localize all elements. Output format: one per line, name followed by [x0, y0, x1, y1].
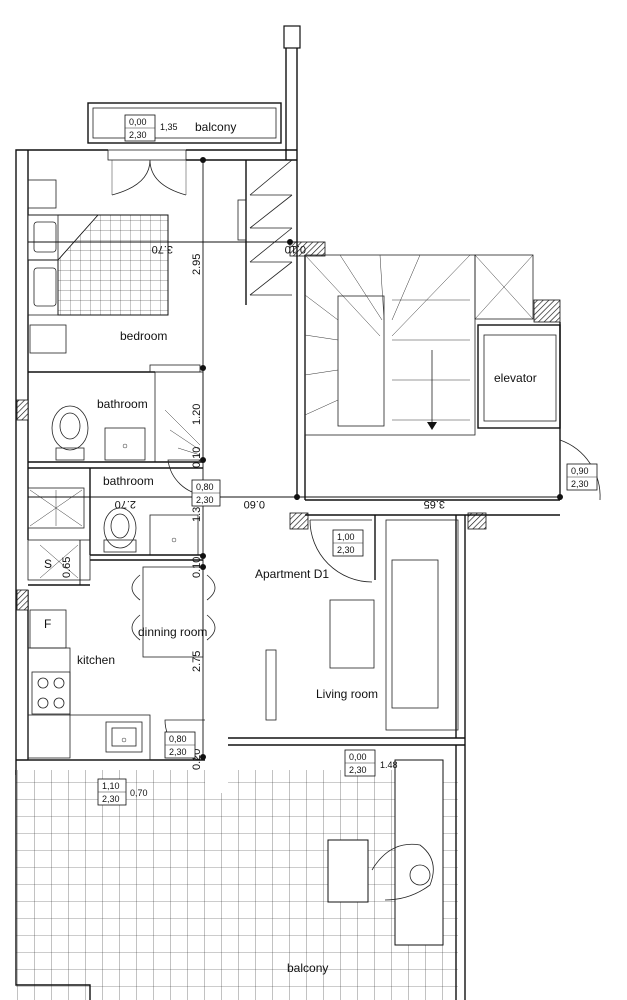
storage-label: S	[44, 557, 52, 571]
dimension-lines	[28, 157, 563, 760]
svg-text:0,90: 0,90	[571, 466, 589, 476]
svg-text:0,80: 0,80	[196, 482, 214, 492]
opening-tag: 0,80 2,30	[191, 479, 221, 507]
dim-2-75: 2.75	[191, 651, 203, 672]
dim-0-10-b: 0.10	[191, 557, 203, 578]
svg-text:2,30: 2,30	[102, 794, 120, 804]
bathroom-2-label: bathroom	[103, 474, 154, 488]
dim-2-70: 2.70	[115, 498, 136, 510]
dim-2-95: 2.95	[191, 254, 203, 275]
dining-table	[131, 566, 277, 721]
bathroom-2	[27, 468, 203, 561]
opening-tag: 0,00 2,30 1,35	[124, 114, 178, 142]
top-balcony	[87, 25, 301, 160]
wall-columns	[16, 241, 561, 611]
opening-tag: 1,00 2,30	[332, 529, 364, 557]
dim-3-70: 3.70	[152, 243, 173, 255]
opening-tag: 0,80 2,30	[164, 731, 196, 759]
svg-text:2,30: 2,30	[349, 765, 367, 775]
svg-text:2,30: 2,30	[337, 545, 355, 555]
svg-text:2,30: 2,30	[196, 495, 214, 505]
dim-0-65: 0.65	[61, 557, 73, 578]
opening-tag: 1,10 2,30 0,70	[97, 778, 148, 806]
living-area	[309, 515, 459, 731]
svg-text:0,00: 0,00	[349, 752, 367, 762]
svg-text:0,70: 0,70	[130, 788, 148, 798]
dim-3-65: 3.65	[424, 498, 445, 510]
dim-0-10-a: 0.10	[191, 447, 203, 468]
corridor-stair-wall	[237, 159, 298, 305]
balcony-top-label: balcony	[195, 120, 236, 134]
svg-text:2,30: 2,30	[571, 479, 589, 489]
svg-text:2,30: 2,30	[169, 747, 187, 757]
opening-tag: 0,90 2,30	[566, 463, 598, 491]
balcony-bottom-label: balcony	[287, 961, 328, 975]
bathroom-1	[28, 371, 204, 469]
kitchen-label: kitchen	[77, 653, 115, 667]
dim-0-60: 0.60	[244, 498, 265, 510]
dim-0-10-top: 0.10	[285, 243, 306, 255]
bathroom-1-label: bathroom	[97, 397, 148, 411]
svg-text:1,10: 1,10	[102, 781, 120, 791]
bedroom-area	[27, 149, 201, 373]
svg-text:1.48: 1.48	[380, 760, 398, 770]
svg-text:1,35: 1,35	[160, 122, 178, 132]
elevator-label: elevator	[494, 371, 537, 385]
living-room-label: Living room	[316, 687, 378, 701]
dim-1-20: 1.20	[191, 404, 203, 425]
svg-text:0,00: 0,00	[129, 117, 147, 127]
dining-room-label: dinning room	[138, 625, 207, 639]
svg-text:1,00: 1,00	[337, 532, 355, 542]
apartment-label: Apartment D1	[255, 567, 329, 581]
svg-text:2,30: 2,30	[129, 130, 147, 140]
fridge-label: F	[44, 617, 51, 631]
stair-core	[296, 245, 601, 516]
opening-tag: 0,00 2,30 1.48	[344, 749, 398, 777]
svg-text:0,80: 0,80	[169, 734, 187, 744]
bottom-balcony	[15, 745, 466, 1000]
bedroom-label: bedroom	[120, 329, 167, 343]
storage-kitchen	[27, 539, 151, 761]
